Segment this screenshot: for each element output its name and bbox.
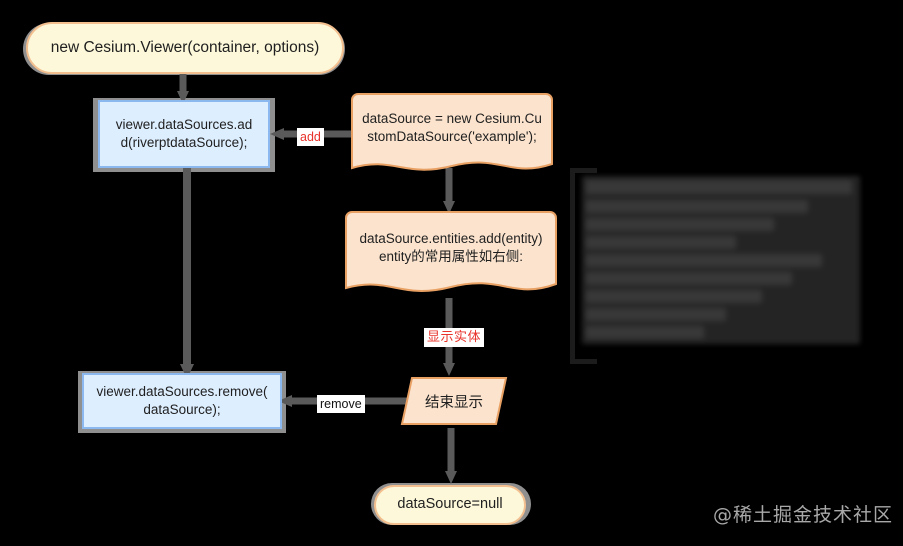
edge-label-remove: remove: [317, 395, 365, 414]
edge-add-to-remove-datasource: [176, 168, 202, 380]
node-new-cesium-viewer[interactable]: new Cesium.Viewer(container, options): [26, 22, 344, 74]
edge-label-show-entity: 显示实体: [424, 328, 485, 347]
node-datasource-null-label: dataSource=null: [397, 496, 503, 513]
node-viewer-datasources-add[interactable]: viewer.dataSources.ad d(riverptdataSourc…: [98, 100, 270, 168]
node-end-display[interactable]: 结束显示: [398, 376, 510, 426]
edge-end-display-to-datasource-null: [440, 428, 466, 486]
node-new-cesium-viewer-label: new Cesium.Viewer(container, options): [50, 38, 320, 56]
node-viewer-datasources-remove[interactable]: viewer.dataSources.remove( dataSource);: [82, 373, 282, 429]
node-new-customdatasource[interactable]: dataSource = new Cesium.Cu stomDataSourc…: [350, 92, 554, 180]
watermark: @稀土掘金技术社区: [713, 504, 894, 526]
node-viewer-datasources-add-label: viewer.dataSources.ad d(riverptdataSourc…: [115, 117, 253, 150]
node-datasource-null[interactable]: dataSource=null: [374, 485, 526, 525]
redacted-property-note: [582, 176, 860, 344]
node-datasource-entities-add[interactable]: dataSource.entities.add(entity) entity的常…: [344, 210, 558, 302]
node-datasource-entities-add-label: dataSource.entities.add(entity) entity的常…: [359, 230, 543, 264]
node-new-customdatasource-label: dataSource = new Cesium.Cu stomDataSourc…: [362, 110, 542, 144]
edge-new-datasource-to-add-entity: [438, 168, 464, 216]
edge-start-to-add-datasource: [172, 70, 198, 106]
edge-label-add: add: [297, 128, 324, 147]
node-end-display-label: 结束显示: [425, 394, 483, 411]
node-viewer-datasources-remove-label: viewer.dataSources.remove( dataSource);: [96, 384, 268, 417]
annotation-bracket: [570, 168, 597, 364]
